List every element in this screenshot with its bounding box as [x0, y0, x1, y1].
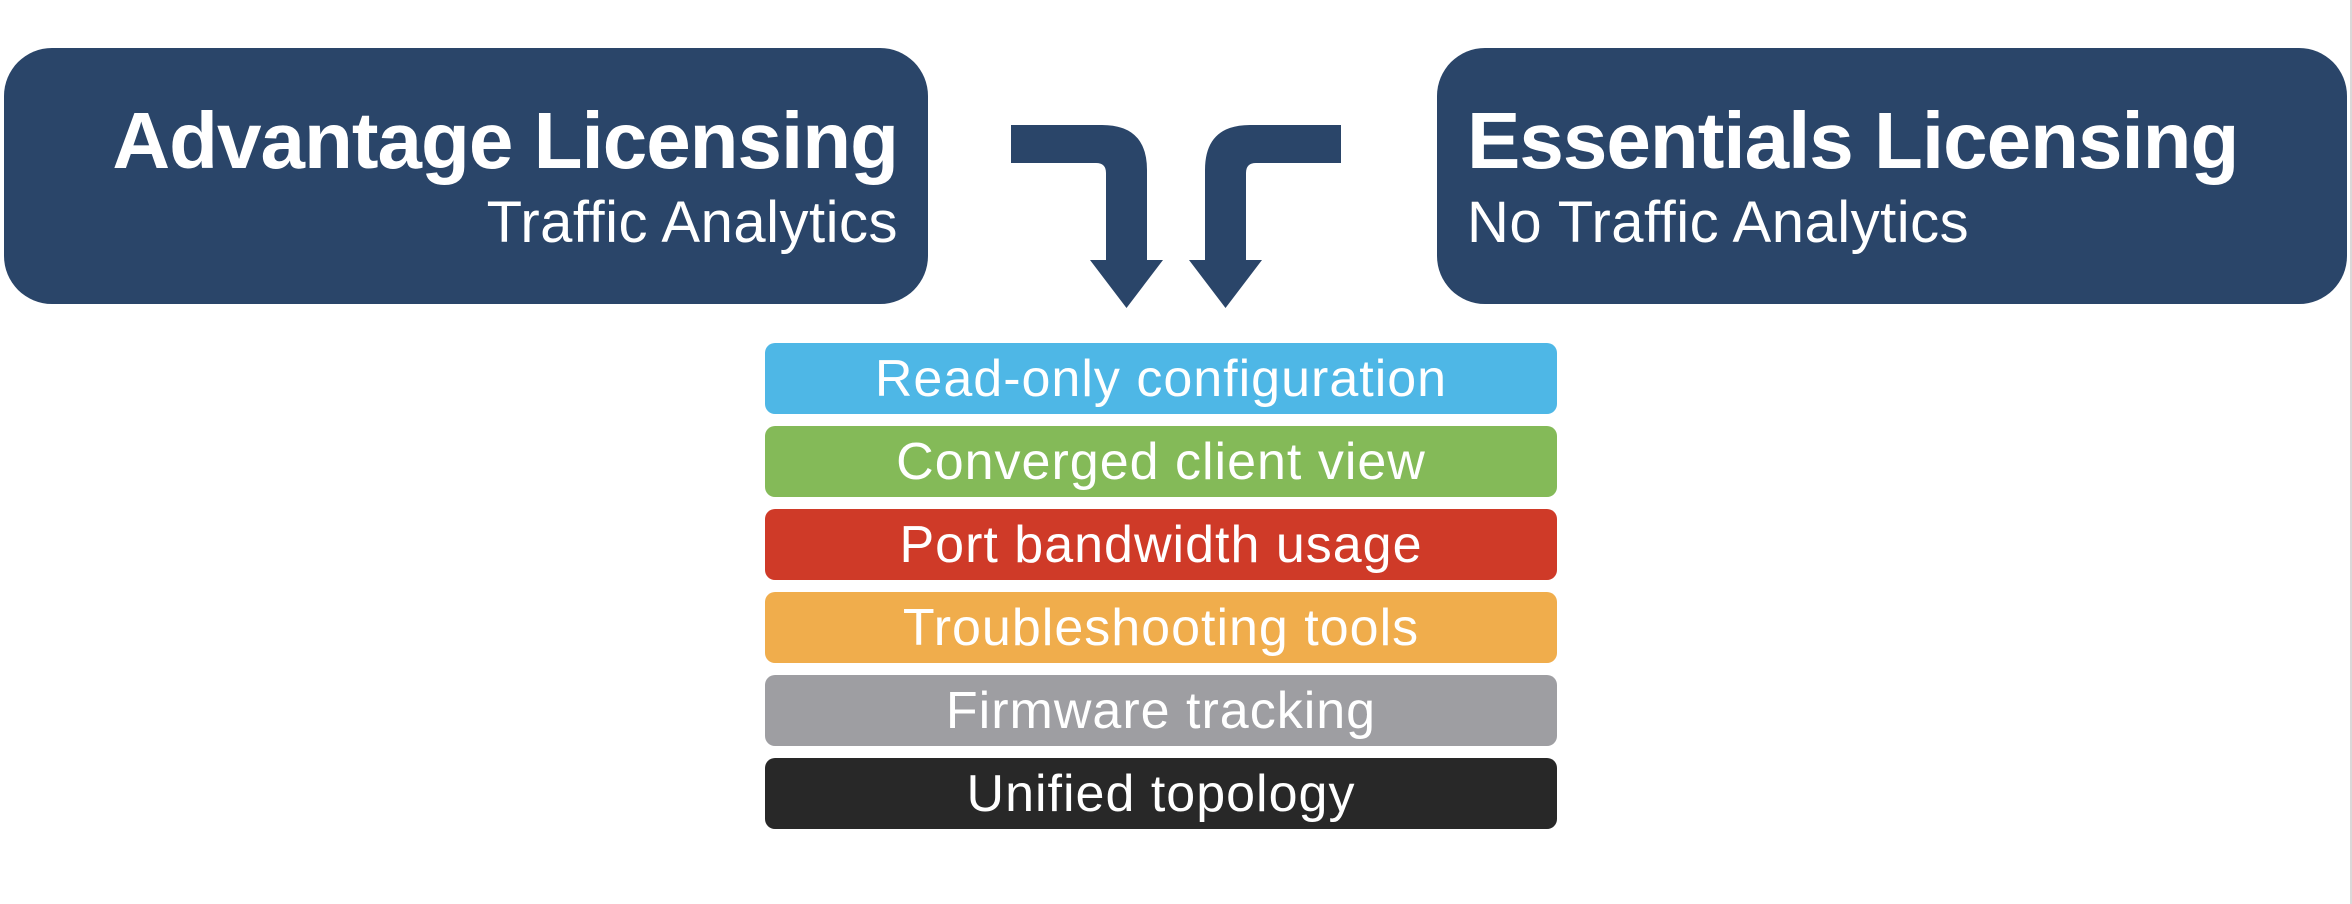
feature-bar: Troubleshooting tools — [765, 592, 1557, 663]
feature-bar: Read-only configuration — [765, 343, 1557, 414]
feature-bar: Firmware tracking — [765, 675, 1557, 746]
advantage-licensing-box: Advantage Licensing Traffic Analytics — [4, 48, 928, 304]
feature-bar-label: Read-only configuration — [874, 349, 1448, 408]
merge-arrow-left-icon — [1011, 125, 1163, 308]
merge-arrows — [1011, 125, 1341, 308]
advantage-licensing-subtitle: Traffic Analytics — [486, 189, 898, 255]
feature-bar-label: Converged client view — [896, 432, 1426, 491]
feature-bar-label: Troubleshooting tools — [902, 598, 1420, 657]
feature-bar-label: Port bandwidth usage — [899, 515, 1423, 574]
merge-arrow-right-icon — [1189, 125, 1341, 308]
essentials-licensing-title: Essentials Licensing — [1467, 95, 2239, 185]
essentials-licensing-subtitle: No Traffic Analytics — [1467, 189, 1970, 255]
screenshot-edge-line — [2350, 0, 2352, 904]
feature-bar: Converged client view — [765, 426, 1557, 497]
feature-bar: Port bandwidth usage — [765, 509, 1557, 580]
feature-bar: Unified topology — [765, 758, 1557, 829]
feature-bar-label: Unified topology — [966, 764, 1356, 823]
advantage-licensing-title: Advantage Licensing — [112, 95, 899, 185]
essentials-licensing-box: Essentials Licensing No Traffic Analytic… — [1437, 48, 2347, 304]
feature-bar-label: Firmware tracking — [945, 681, 1377, 740]
